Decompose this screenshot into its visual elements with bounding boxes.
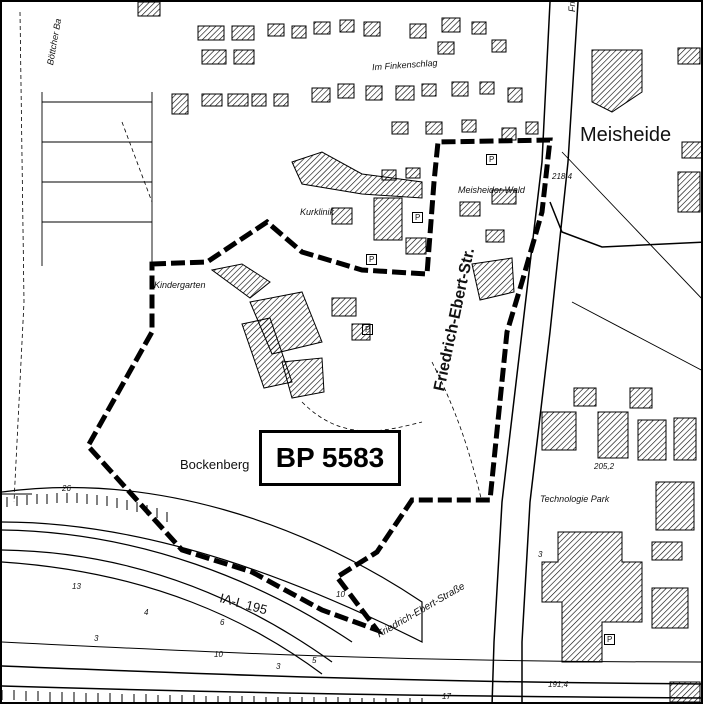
label-technologie-park: Technologie Park bbox=[540, 494, 610, 504]
elevation-label: 205,2 bbox=[594, 462, 615, 471]
field-lines bbox=[41, 92, 701, 371]
contour-number: 10 bbox=[214, 650, 223, 659]
parking-icon: P bbox=[486, 154, 498, 165]
footpaths bbox=[13, 11, 483, 503]
label-kindergarten: Kindergarten bbox=[154, 280, 206, 290]
plan-boundary bbox=[84, 137, 553, 636]
contour-number: 26 bbox=[62, 484, 71, 493]
label-friedrich-eb-top: Friedrich-Eb bbox=[567, 2, 577, 12]
contour-number: 4 bbox=[144, 608, 149, 617]
contour-number: 6 bbox=[220, 618, 225, 627]
label-meisheider-wald: Meisheider Wald bbox=[458, 185, 525, 195]
label-bockenberg: Bockenberg bbox=[180, 457, 250, 472]
plan-label: BP 5583 bbox=[259, 430, 401, 486]
contour-number: 5 bbox=[312, 656, 317, 665]
parking-icon: P bbox=[366, 254, 378, 265]
contour-number: 17 bbox=[442, 692, 451, 701]
buildings-east bbox=[459, 47, 701, 702]
buildings-kurklinik bbox=[291, 151, 427, 255]
buildings-north bbox=[137, 2, 539, 141]
main-road bbox=[491, 2, 701, 702]
elevation-label: 191,4 bbox=[548, 680, 569, 689]
parking-icon: P bbox=[604, 634, 616, 645]
parking-icon: P bbox=[412, 212, 424, 223]
contour-number: 3 bbox=[538, 550, 543, 559]
bottom-road-band bbox=[2, 487, 701, 699]
contour-number: 3 bbox=[276, 662, 281, 671]
label-kurklinik: Kurklinik bbox=[300, 207, 335, 217]
embankment-ticks bbox=[2, 493, 423, 702]
elevation-label: 218,4 bbox=[552, 172, 573, 181]
parking-icon: P bbox=[362, 324, 374, 335]
contour-number: 10 bbox=[336, 590, 345, 599]
buildings-kindergarten bbox=[210, 263, 371, 399]
contour-number: 3 bbox=[94, 634, 99, 643]
contour-number: 13 bbox=[72, 582, 81, 591]
label-meisheide: Meisheide bbox=[580, 124, 672, 146]
